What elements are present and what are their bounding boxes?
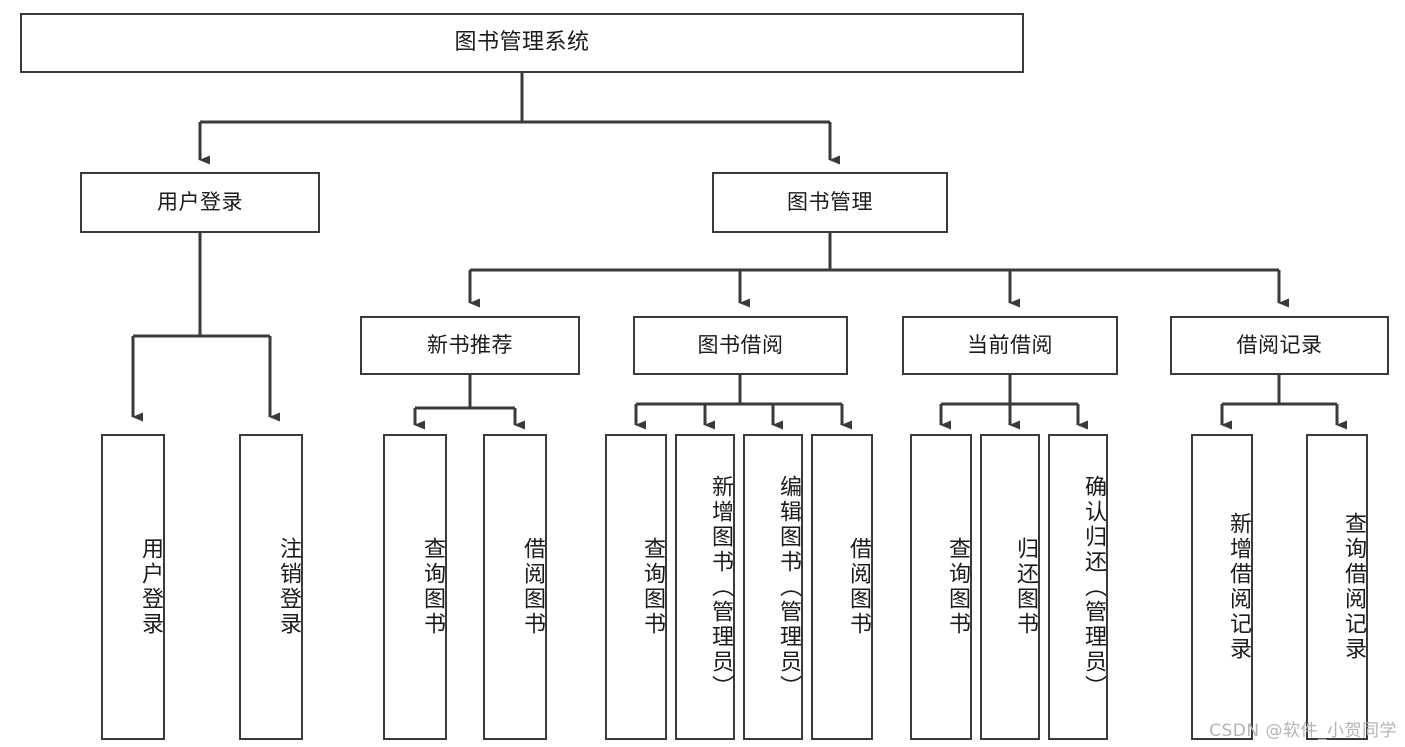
node-user-login[interactable]: 用户登录 — [80, 172, 320, 233]
node-book-manage[interactable]: 图书管理 — [712, 172, 948, 233]
leaf-edit-book[interactable]: 编辑图书（管理员） — [743, 434, 803, 740]
leaf-borrow-book-1[interactable]: 借阅图书 — [483, 434, 547, 740]
leaf-label: 编辑图书（管理员） — [776, 474, 801, 700]
node-current-borrow[interactable]: 当前借阅 — [902, 316, 1118, 375]
leaf-label: 查询图书 — [640, 537, 665, 637]
leaf-label: 查询借阅记录 — [1341, 512, 1366, 662]
leaf-query-book-3[interactable]: 查询图书 — [910, 434, 972, 740]
leaf-label: 注销登录 — [276, 537, 301, 637]
leaf-user-login[interactable]: 用户登录 — [101, 434, 165, 740]
node-root[interactable]: 图书管理系统 — [20, 13, 1024, 73]
csdn-watermark: CSDN @软件_小贺同学 — [1209, 721, 1397, 741]
leaf-confirm-return[interactable]: 确认归还（管理员） — [1048, 434, 1108, 740]
leaf-label: 新增借阅记录 — [1226, 512, 1251, 662]
leaf-borrow-book-2[interactable]: 借阅图书 — [811, 434, 873, 740]
node-book-borrow[interactable]: 图书借阅 — [633, 316, 848, 375]
leaf-label: 确认归还（管理员） — [1081, 474, 1106, 700]
node-borrow-record[interactable]: 借阅记录 — [1170, 316, 1389, 375]
leaf-label: 查询图书 — [420, 537, 445, 637]
leaf-return-book[interactable]: 归还图书 — [980, 434, 1040, 740]
leaf-label: 查询图书 — [945, 537, 970, 637]
leaf-add-record[interactable]: 新增借阅记录 — [1191, 434, 1253, 740]
leaf-query-record[interactable]: 查询借阅记录 — [1306, 434, 1368, 740]
leaf-label: 用户登录 — [138, 537, 163, 637]
node-new-book-recommend[interactable]: 新书推荐 — [360, 316, 580, 375]
leaf-user-logout[interactable]: 注销登录 — [239, 434, 303, 740]
leaf-label: 借阅图书 — [520, 537, 545, 637]
leaf-label: 新增图书（管理员） — [708, 474, 733, 700]
leaf-add-book[interactable]: 新增图书（管理员） — [675, 434, 735, 740]
leaf-query-book-1[interactable]: 查询图书 — [383, 434, 447, 740]
leaf-label: 归还图书 — [1013, 537, 1038, 637]
leaf-label: 借阅图书 — [846, 537, 871, 637]
leaf-query-book-2[interactable]: 查询图书 — [605, 434, 667, 740]
